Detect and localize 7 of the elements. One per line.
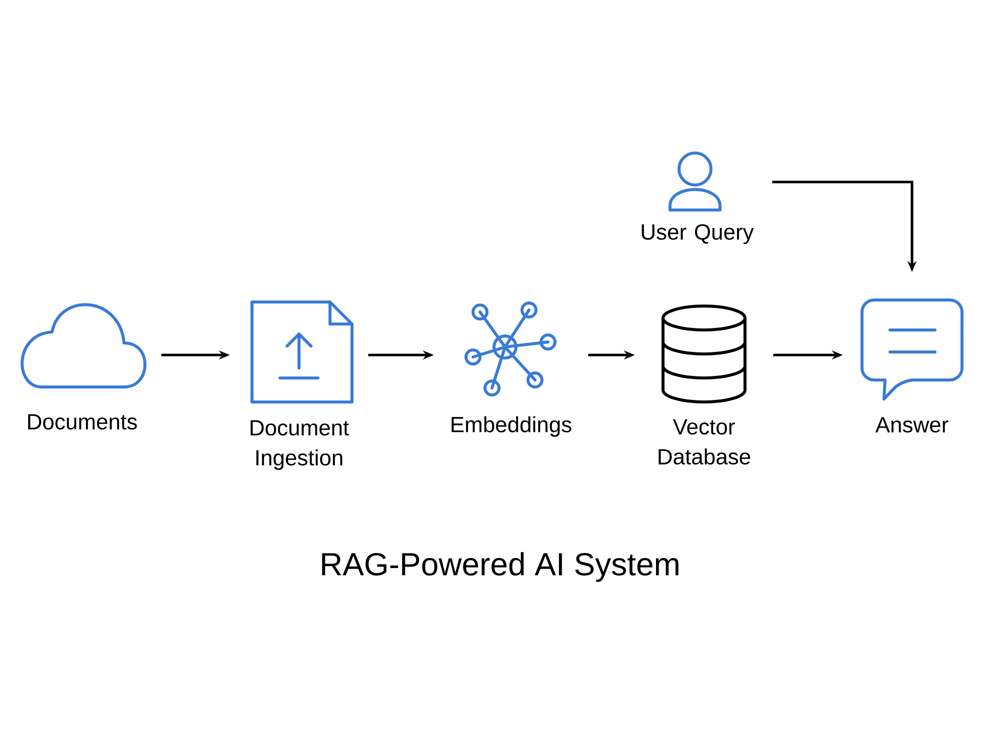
icon-label: Vector Database bbox=[658, 419, 750, 465]
icon-label: User Query bbox=[642, 224, 754, 244]
icon-label: Documents bbox=[28, 414, 137, 430]
icon-label: Answer bbox=[875, 417, 948, 433]
icon-label: Document Ingestion bbox=[250, 420, 349, 470]
diagram-title: RAG-Powered AI System bbox=[322, 552, 678, 582]
icon-label: Embeddings bbox=[452, 416, 572, 437]
